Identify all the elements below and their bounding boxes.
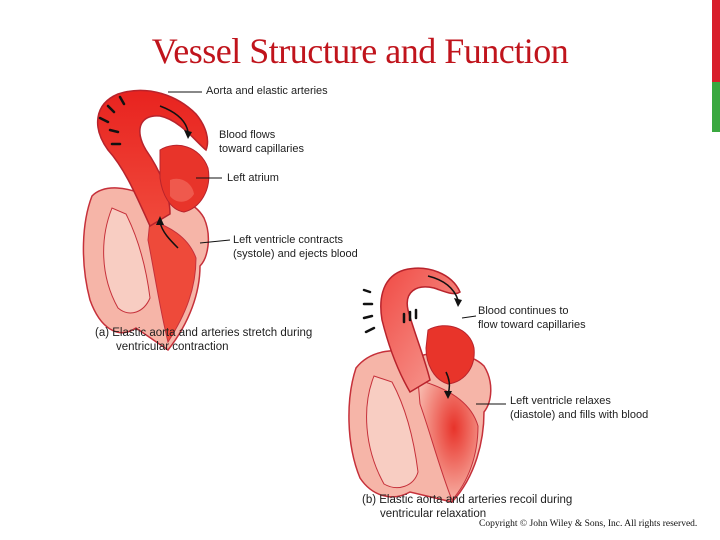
heart-a-atrium-shade (170, 178, 194, 202)
flow-arrow-a-aorta (159, 105, 189, 133)
label-systole: (systole) and ejects blood (233, 248, 358, 260)
label-left-atrium: Left atrium (227, 172, 279, 184)
caption-b-line2: ventricular relaxation (380, 508, 487, 520)
label-aorta: Aorta and elastic arteries (206, 85, 328, 97)
heart-b (348, 267, 506, 503)
heart-a-aorta (96, 89, 209, 228)
heart-a-left-ventricle (147, 219, 197, 344)
caption-a-line1: (a) Elastic aorta and arteries stretch d… (95, 327, 313, 339)
heart-a (82, 89, 231, 352)
label-ventricle-contracts: Left ventricle contracts (233, 234, 344, 246)
caption-b-line1: (b) Elastic aorta and arteries recoil du… (362, 494, 573, 506)
label-flow-toward-capillaries: flow toward capillaries (478, 319, 586, 331)
heart-b-left-atrium (425, 325, 475, 385)
copyright-notice: Copyright © John Wiley & Sons, Inc. All … (479, 519, 698, 529)
heart-b-left-ventricle (417, 379, 479, 501)
heart-a-right-ventricle (103, 207, 151, 314)
flow-arrow-b-aorta (427, 275, 459, 301)
label-blood-continues: Blood continues to (478, 305, 569, 317)
label-diastole: (diastole) and fills with blood (510, 409, 649, 421)
label-toward-capillaries: toward capillaries (219, 143, 304, 155)
heart-b-right-ventricle (366, 375, 419, 488)
label-blood-flows: Blood flows (219, 129, 276, 141)
label-ventricle-relaxes: Left ventricle relaxes (510, 395, 611, 407)
heart-b-aorta (380, 267, 461, 394)
accent-stripe-green (712, 82, 720, 132)
accent-stripe-red (712, 0, 720, 82)
caption-a-line2: ventricular contraction (116, 341, 229, 353)
slide-title: Vessel Structure and Function (151, 31, 569, 71)
